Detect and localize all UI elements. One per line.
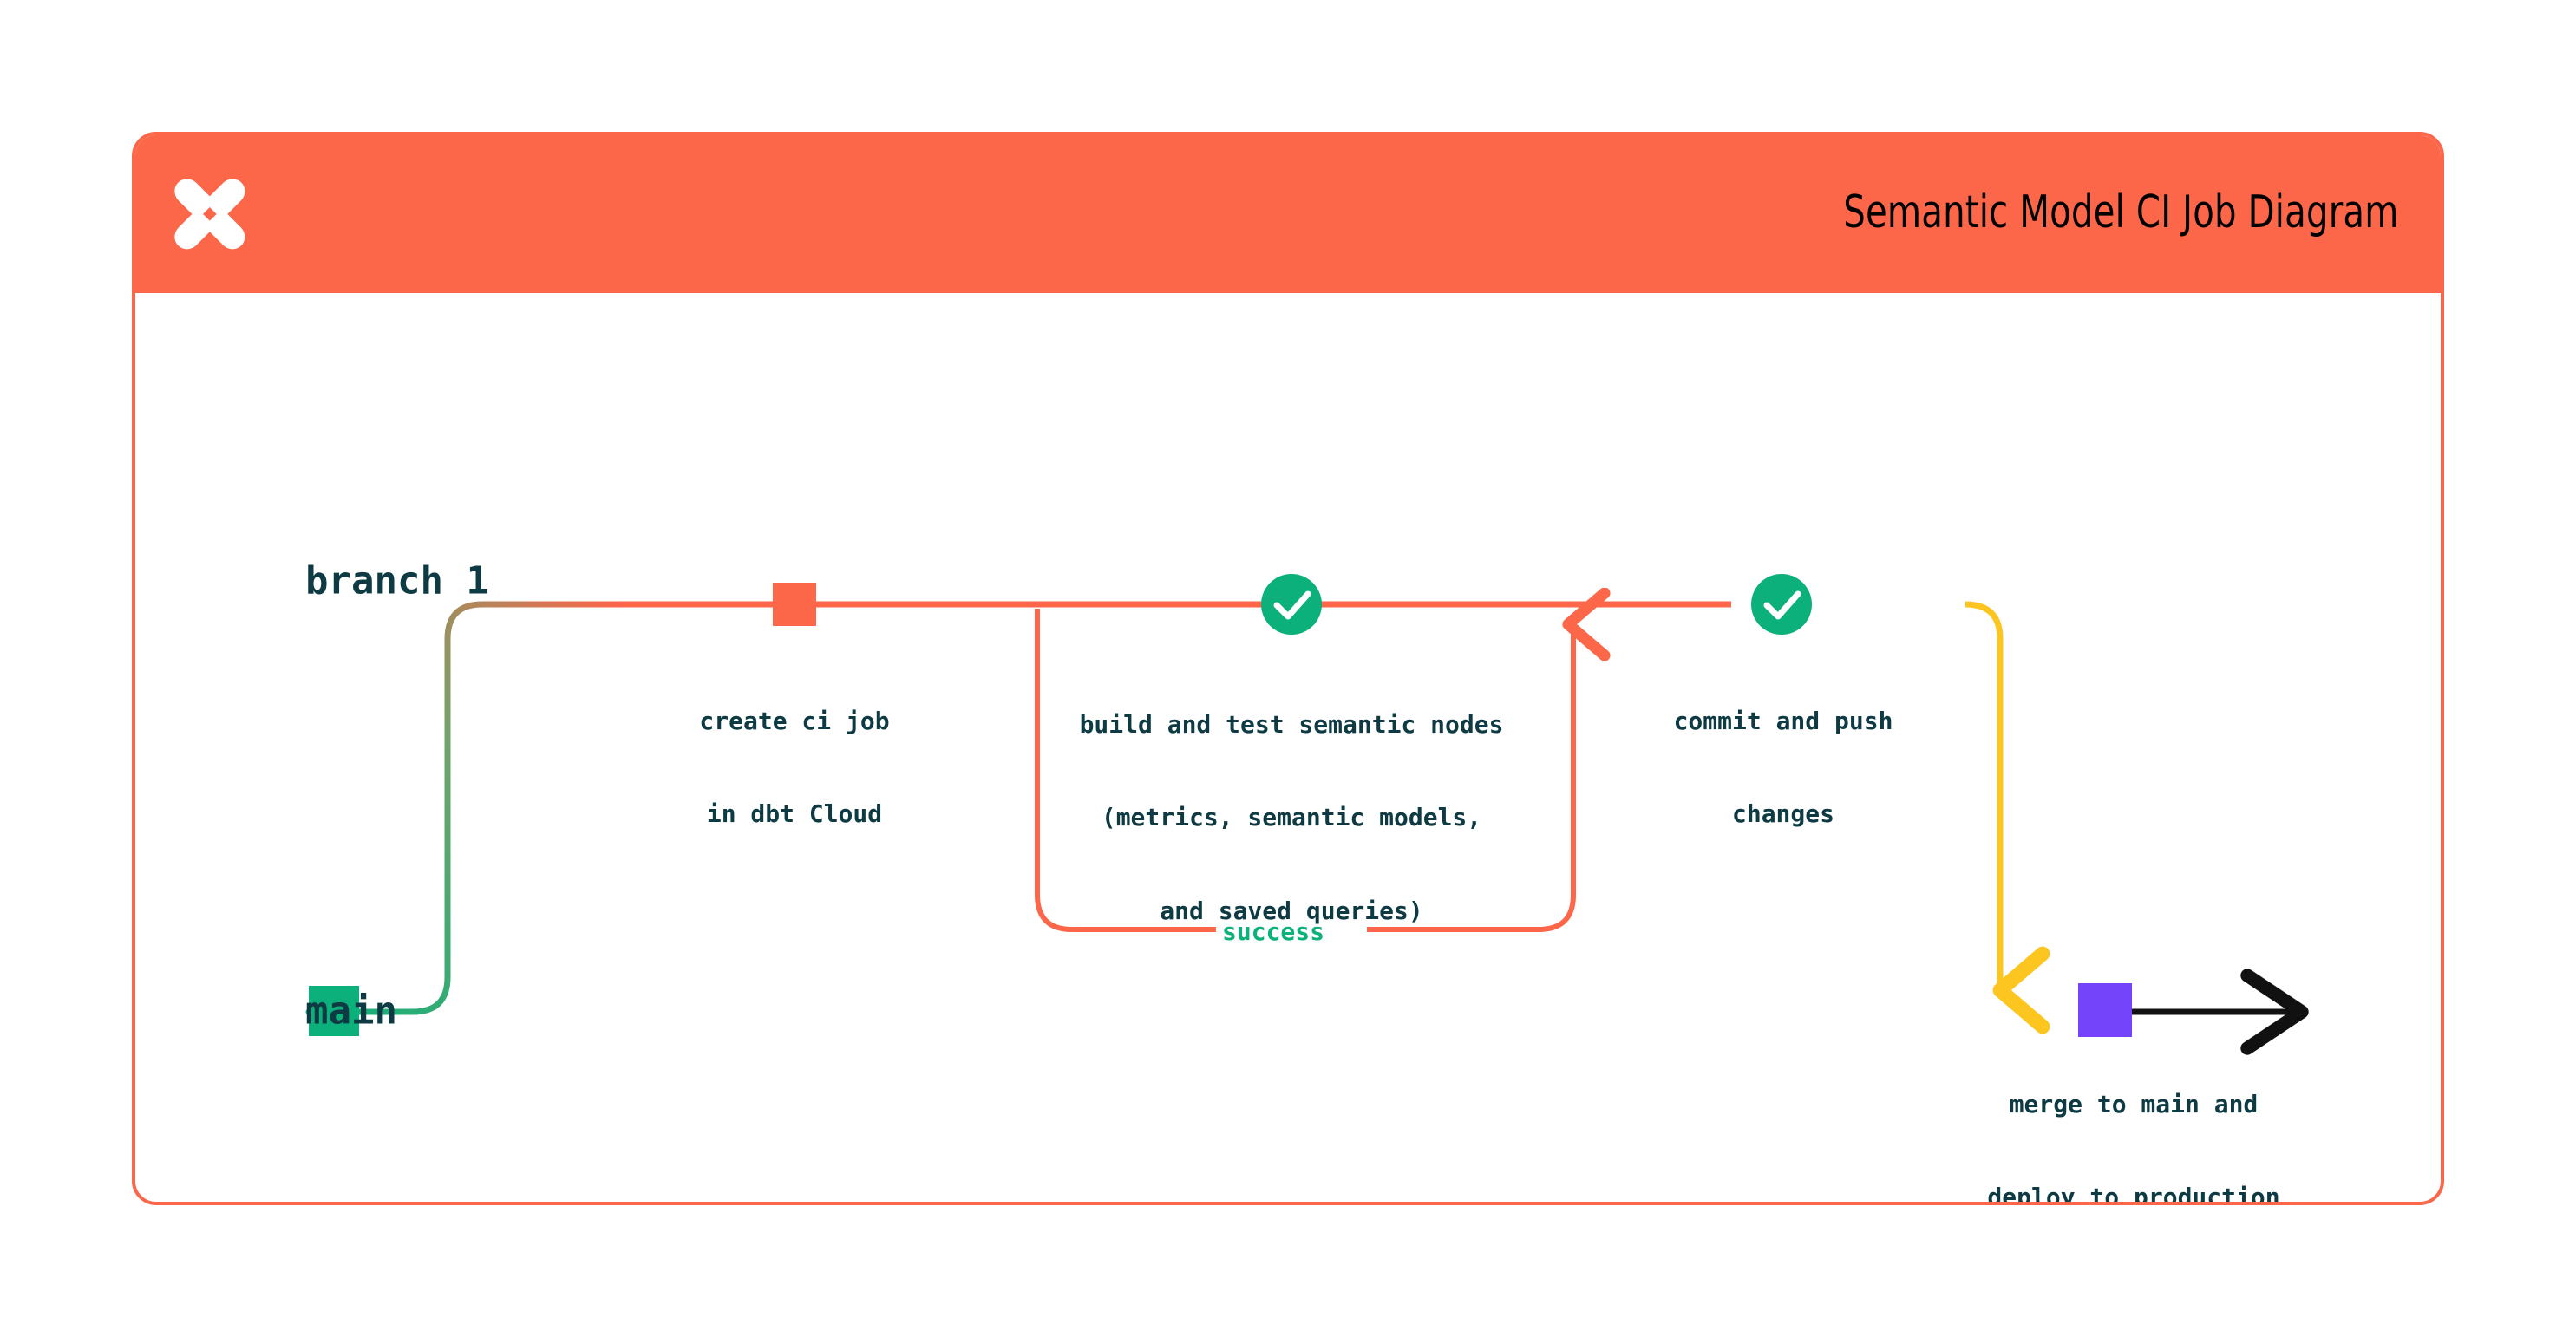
node-label-build-and-test: build and test semantic nodes (metrics, … xyxy=(1040,647,1543,988)
page-title: Semantic Model CI Job Diagram xyxy=(1843,186,2399,238)
node-label-commit-and-push: commit and push changes xyxy=(1644,643,1922,892)
node-marker-merge-to-main xyxy=(2078,983,2132,1037)
edge-success-loop-right xyxy=(1367,624,1573,932)
diagram-canvas: branch 1 main create ci job in dbt Cloud… xyxy=(135,297,2441,1205)
node-label-line: changes xyxy=(1731,799,1834,829)
dbt-logo-icon xyxy=(168,173,248,252)
node-label-create-ci-job: create ci job in dbt Cloud xyxy=(656,643,933,892)
node-label-line: deploy to production xyxy=(1987,1183,2280,1205)
node-label-line: in dbt Cloud xyxy=(706,799,883,829)
branch-label-main: main xyxy=(305,988,397,1034)
edge-label-success: success xyxy=(1222,917,1325,946)
node-label-line: create ci job xyxy=(699,706,890,735)
diagram-card: Semantic Model CI Job Diagram xyxy=(132,132,2444,1205)
branch-label-branch-1: branch 1 xyxy=(305,558,489,603)
node-marker-commit-and-push xyxy=(1751,574,1812,635)
node-label-merge-to-main: merge to main and deploy to production xyxy=(1787,1027,2441,1205)
node-label-line: merge to main and xyxy=(2009,1089,2259,1119)
node-marker-main-start xyxy=(309,986,359,1036)
edge-merge-down xyxy=(1965,601,2050,1034)
node-label-line: and saved queries) xyxy=(1160,896,1423,925)
node-marker-create-ci-job xyxy=(773,583,816,626)
edge-branch-off xyxy=(305,601,624,1015)
node-marker-build-and-test xyxy=(1261,574,1322,635)
edge-success-loop xyxy=(1035,609,1216,932)
node-label-line: (metrics, semantic models, xyxy=(1101,803,1482,832)
node-label-line: commit and push xyxy=(1673,706,1893,735)
card-header: Semantic Model CI Job Diagram xyxy=(135,135,2441,293)
node-label-line: build and test semantic nodes xyxy=(1079,709,1504,739)
